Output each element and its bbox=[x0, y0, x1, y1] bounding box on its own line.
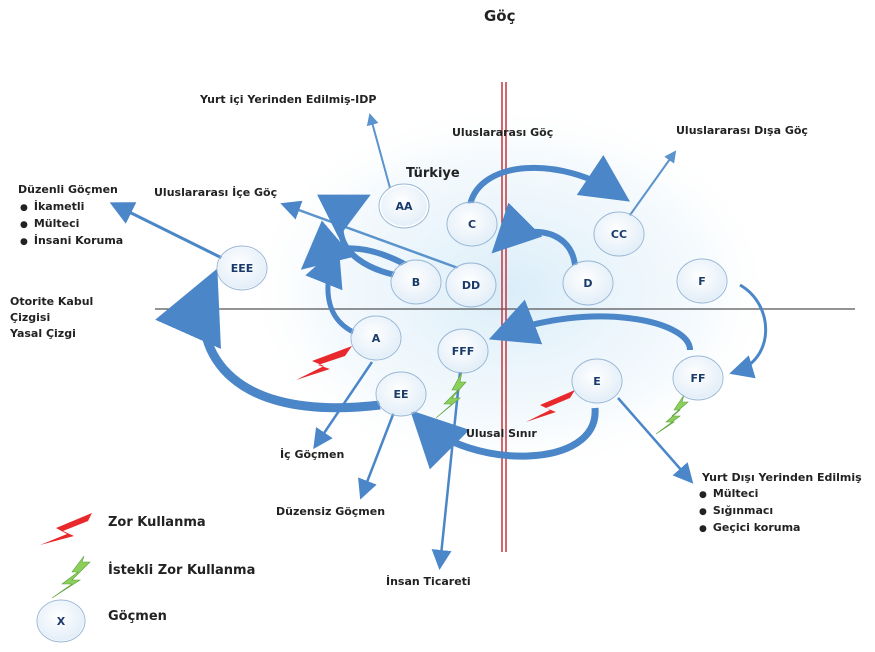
svg-text:B: B bbox=[412, 276, 420, 289]
node-c: C bbox=[446, 201, 498, 247]
node-dd: DD bbox=[445, 262, 497, 308]
svg-text:C: C bbox=[468, 218, 476, 231]
svg-text:FF: FF bbox=[690, 372, 705, 385]
node-fff: FFF bbox=[437, 328, 489, 374]
svg-text:F: F bbox=[698, 275, 706, 288]
arrow-f-ff bbox=[729, 283, 768, 379]
label-duzenli-gocmen: Düzenli Göçmen bbox=[18, 183, 118, 196]
node-cc: CC bbox=[593, 211, 645, 257]
red-bolt-a bbox=[296, 346, 352, 380]
label-otorite-2: Çizgisi bbox=[10, 311, 51, 324]
label-uluslararasi-goc: Uluslararası Göç bbox=[452, 126, 554, 139]
svg-text:E: E bbox=[593, 375, 601, 388]
node-d: D bbox=[562, 260, 614, 306]
arrow-ee-duzensiz bbox=[358, 411, 396, 500]
svg-text:A: A bbox=[372, 332, 381, 345]
node-f: F bbox=[676, 258, 728, 304]
svg-text:FFF: FFF bbox=[452, 345, 475, 358]
diagram-title: Göç bbox=[484, 7, 516, 25]
node-b: B bbox=[390, 259, 442, 305]
node-aa: AA bbox=[378, 183, 430, 229]
duzenli-item: Mülteci bbox=[20, 216, 123, 233]
svg-text:D: D bbox=[583, 277, 592, 290]
label-otorite-3: Yasal Çizgi bbox=[10, 327, 76, 340]
arrow-dd-ice bbox=[280, 200, 459, 270]
arrow-eee-duzenli bbox=[109, 202, 227, 262]
svg-text:CC: CC bbox=[611, 228, 627, 241]
label-otorite-1: Otorite Kabul bbox=[10, 295, 94, 308]
svg-text:DD: DD bbox=[462, 279, 480, 292]
duzenli-list: İkametli Mülteci İnsani Koruma bbox=[20, 199, 123, 250]
duzenli-item: İkametli bbox=[20, 199, 123, 216]
node-e: E bbox=[571, 358, 623, 404]
yurt-disi-list: Mülteci Sığınmacı Geçici koruma bbox=[699, 486, 801, 537]
label-uluslararasi-ice-goc: Uluslararası İçe Göç bbox=[154, 186, 278, 199]
svg-text:X: X bbox=[57, 615, 66, 628]
arrow-cc-disa bbox=[624, 150, 677, 223]
yurt-disi-item: Geçici koruma bbox=[699, 520, 801, 537]
label-uluslararasi-disa-goc: Uluslararası Dışa Göç bbox=[676, 124, 808, 137]
arrow-c-cc bbox=[467, 155, 630, 206]
label-insan-ticareti: İnsan Ticareti bbox=[386, 575, 471, 588]
label-ulusal-sinir: Ulusal Sınır bbox=[466, 427, 537, 440]
arrow-e-yurtdisi bbox=[617, 397, 694, 484]
legend-gocmen: Göçmen bbox=[108, 609, 167, 624]
svg-text:EEE: EEE bbox=[231, 262, 254, 275]
legend-red-bolt-icon bbox=[40, 513, 92, 545]
legend-zor-kullanma: Zor Kullanma bbox=[108, 515, 206, 530]
green-bolt-ff bbox=[655, 394, 689, 435]
arrow-ee-eee bbox=[155, 268, 381, 413]
legend-migrant-node-icon: X bbox=[36, 599, 86, 643]
svg-text:AA: AA bbox=[395, 200, 413, 213]
legend-istekli-zor-kullanma: İstekli Zor Kullanma bbox=[108, 563, 256, 578]
node-ee: EE bbox=[375, 371, 427, 417]
node-eee: EEE bbox=[216, 245, 268, 291]
arrow-ff-fff bbox=[488, 299, 693, 351]
duzenli-item: İnsani Koruma bbox=[20, 233, 123, 250]
label-idp: Yurt içi Yerinden Edilmiş-IDP bbox=[200, 93, 377, 106]
label-ic-gocmen: İç Göçmen bbox=[280, 448, 345, 461]
legend-green-bolt-icon bbox=[51, 555, 91, 599]
svg-text:EE: EE bbox=[393, 388, 408, 401]
arrow-d-dd bbox=[491, 202, 578, 266]
arrow-aa-idp bbox=[366, 113, 391, 189]
arrow-a-b bbox=[305, 245, 361, 338]
node-ff: FF bbox=[672, 355, 724, 401]
label-yurt-disi-yerinden: Yurt Dışı Yerinden Edilmiş bbox=[702, 471, 862, 484]
arrow-e-ee bbox=[410, 407, 599, 470]
node-a: A bbox=[350, 315, 402, 361]
label-turkiye: Türkiye bbox=[406, 166, 460, 181]
yurt-disi-item: Mülteci bbox=[699, 486, 800, 503]
red-bolt-e bbox=[526, 390, 575, 422]
yurt-disi-item: Sığınmacı bbox=[699, 503, 800, 520]
green-bolt-fff bbox=[435, 371, 467, 419]
label-duzensiz-gocmen: Düzensiz Göçmen bbox=[276, 505, 386, 518]
